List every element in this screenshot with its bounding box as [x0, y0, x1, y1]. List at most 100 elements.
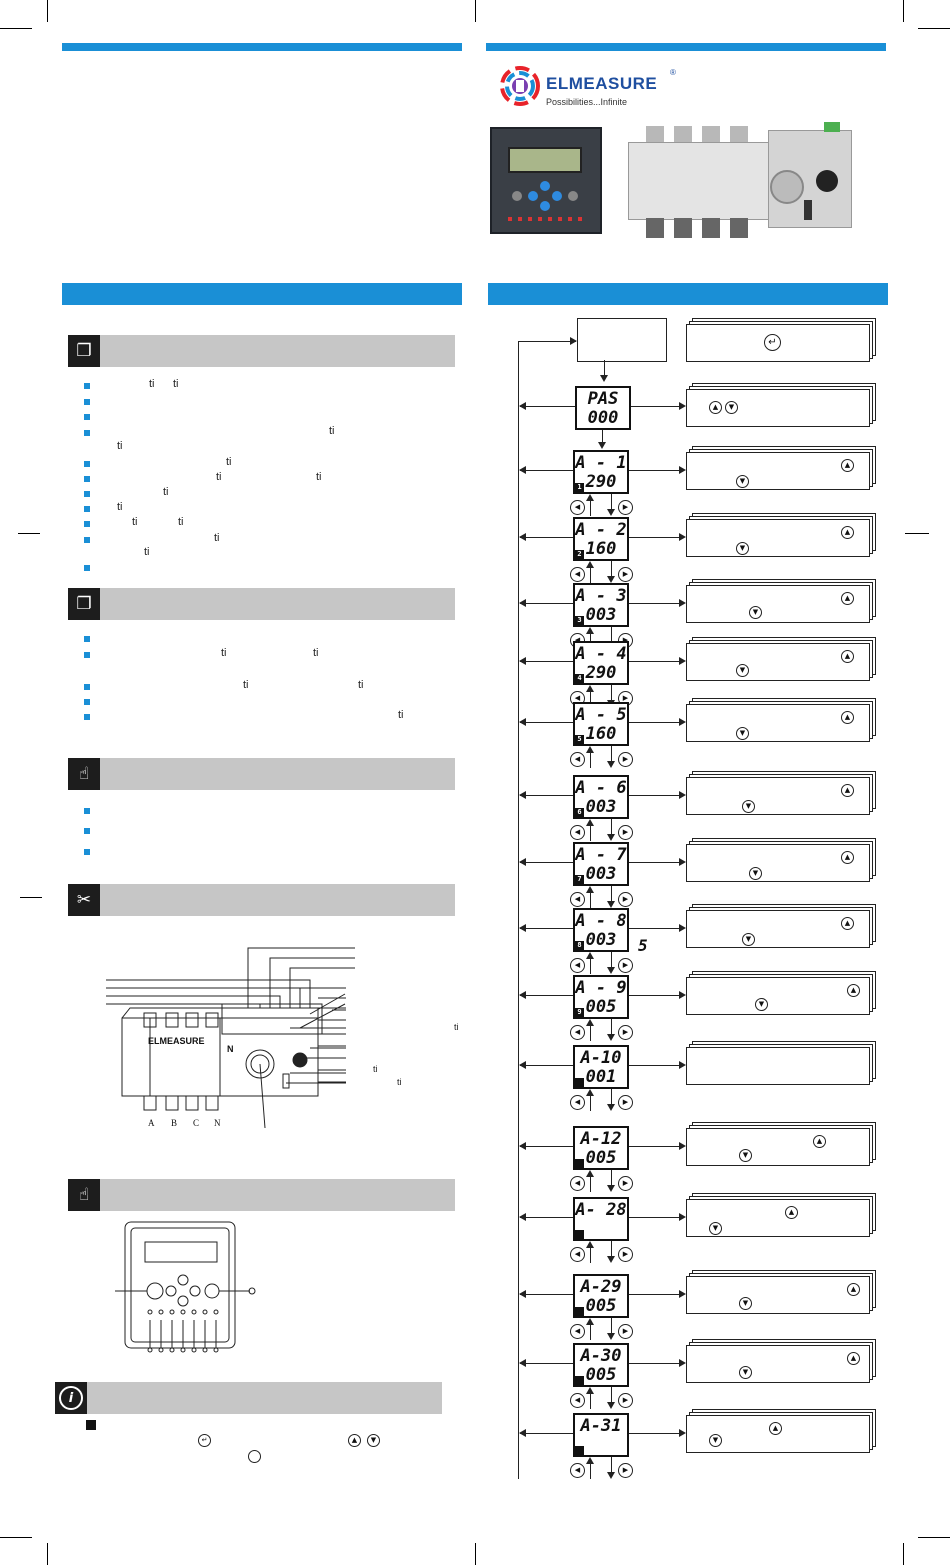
right-arrow-icon: ▶: [618, 1247, 633, 1262]
text-fragment: ti: [214, 532, 220, 544]
flow-arrow-down: [607, 1256, 615, 1263]
flow-arrow-left: [519, 791, 526, 799]
lcd-code: A - 3: [575, 586, 627, 606]
crop-mark: [47, 1543, 48, 1565]
right-arrow-icon: ▶: [618, 752, 633, 767]
lcd-index: [575, 1230, 584, 1239]
lcd-index: [575, 1307, 584, 1316]
up-arrow-icon: ▲: [348, 1434, 361, 1447]
left-arrow-icon: ◀: [570, 752, 585, 767]
flow-connector: [590, 1176, 591, 1192]
flow-connector: [520, 1363, 573, 1364]
flow-arrow-down: [607, 1104, 615, 1111]
flow-arrow-down: [600, 375, 608, 382]
flow-arrow-up: [586, 1387, 594, 1394]
left-arrow-icon: ◀: [570, 1095, 585, 1110]
crop-mark: [0, 1537, 32, 1538]
text-fragment: ti: [329, 425, 335, 437]
flow-connector: [611, 1019, 612, 1035]
bullet: [84, 636, 90, 642]
flow-arrow-up: [586, 1241, 594, 1248]
flow-arrow-left: [519, 1213, 526, 1221]
lcd-value: 003: [585, 797, 617, 817]
flow-connector: [629, 795, 681, 796]
down-arrow-icon: ▼: [749, 867, 762, 880]
down-arrow-icon: ▼: [709, 1434, 722, 1447]
bullet: [84, 684, 90, 690]
down-arrow-icon: ▼: [709, 1222, 722, 1235]
flow-arrow-left: [519, 1290, 526, 1298]
lcd-code: A - 1: [575, 453, 627, 473]
up-arrow-icon: ▲: [769, 1422, 782, 1435]
flow-arrow-up: [586, 819, 594, 826]
flow-connector: [520, 603, 573, 604]
flow-connector: [520, 661, 573, 662]
lcd-value: 001: [585, 1067, 617, 1087]
flow-arrow-left: [519, 1142, 526, 1150]
flow-connector: [611, 746, 612, 762]
flow-arrow-right: [679, 858, 686, 866]
text-fragment: ti: [397, 1077, 402, 1087]
flow-connector: [520, 1217, 573, 1218]
text-fragment: ti: [144, 546, 150, 558]
flow-arrow-up: [586, 1089, 594, 1096]
flow-connector: [631, 406, 681, 407]
flow-connector: [611, 1387, 612, 1403]
flow-connector: [590, 825, 591, 841]
up-arrow-icon: ▲: [841, 711, 854, 724]
phase-label-a: A: [148, 1118, 155, 1128]
flow-note-box: ▲▼: [686, 1276, 870, 1314]
lcd-value: 290: [585, 472, 617, 492]
flow-start-box: [577, 318, 667, 362]
document-icon: ❐: [68, 588, 100, 620]
flow-arrow-left: [519, 657, 526, 665]
lcd-code: A - 2: [575, 520, 627, 540]
flow-connector: [611, 561, 612, 577]
flow-connector: [611, 1089, 612, 1105]
flow-side-mark: 5: [638, 936, 648, 955]
crop-mark: [903, 0, 904, 22]
lcd-value: 005: [585, 1148, 617, 1168]
enter-icon: ↵: [198, 1434, 211, 1447]
flow-connector: [520, 470, 573, 471]
lcd-line: PAS: [587, 389, 619, 409]
flow-arrow-up: [586, 952, 594, 959]
lcd-value: 005: [585, 1296, 617, 1316]
flow-connector: [602, 430, 603, 444]
flow-connector: [520, 722, 573, 723]
flow-arrow-down: [607, 509, 615, 516]
up-arrow-icon: ▲: [847, 1352, 860, 1365]
document-icon: ❐: [68, 335, 100, 367]
flow-connector: [629, 470, 681, 471]
flow-connector: [590, 1324, 591, 1340]
flow-arrow-right: [679, 1142, 686, 1150]
left-arrow-icon: ◀: [570, 1176, 585, 1191]
flow-connector: [520, 928, 573, 929]
flow-arrow-up: [586, 561, 594, 568]
flow-connector: [520, 862, 573, 863]
up-arrow-icon: ▲: [841, 784, 854, 797]
section-header-left: [62, 283, 462, 305]
lcd-code: A-12: [580, 1129, 622, 1149]
controller-photo: [490, 127, 602, 234]
text-fragment: ti: [313, 647, 319, 659]
flow-connector: [629, 603, 681, 604]
flow-note-box: ▲▼: [686, 1345, 870, 1383]
right-arrow-icon: ▶: [618, 1025, 633, 1040]
text-fragment: ti: [226, 456, 232, 468]
flow-arrow-right: [679, 533, 686, 541]
flow-note-box: ▲▼: [686, 1199, 870, 1237]
flow-arrow-down: [607, 576, 615, 583]
flow-arrow-down: [607, 1333, 615, 1340]
flow-connector: [590, 691, 591, 707]
flow-connector: [520, 1146, 573, 1147]
flow-arrow-left: [519, 533, 526, 541]
section-bar-operation: [68, 758, 455, 790]
crop-mark: [47, 0, 48, 22]
